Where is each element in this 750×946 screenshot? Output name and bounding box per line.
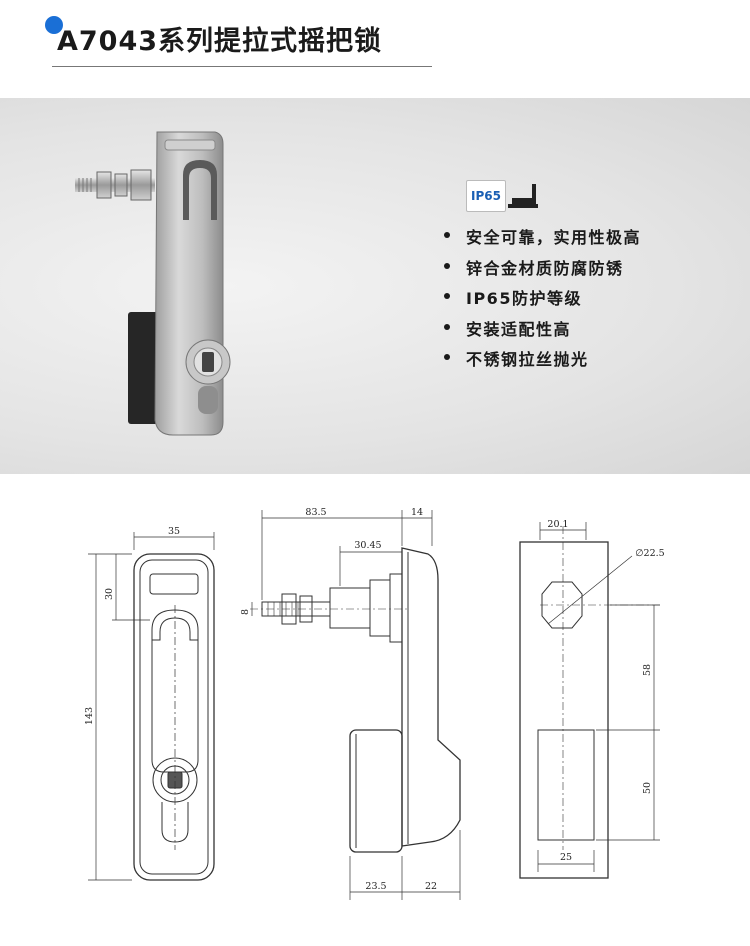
dim-front-top: 30	[104, 588, 115, 600]
dim-cut-hole-dia: ∅22.5	[635, 548, 664, 559]
dim-side-depth: 14	[411, 507, 423, 518]
technical-drawing: 35 30 143 83.5 14 30.45 8 23.5 22 20.1 ∅…	[84, 507, 665, 900]
front-view	[88, 532, 215, 881]
page-title: A7043系列提拉式摇把锁	[57, 26, 383, 57]
product-photo	[75, 131, 231, 436]
feature-item: 不锈钢拉丝抛光	[442, 346, 641, 377]
dim-side-bottom-right: 22	[425, 881, 437, 892]
dim-cut-span-upper: 58	[642, 664, 653, 676]
dim-cut-top-width: 20.1	[547, 519, 568, 530]
dim-cut-span-lower: 50	[642, 782, 653, 794]
product-banner	[0, 98, 750, 474]
cutout-view	[519, 522, 660, 879]
title-dot-icon	[45, 16, 63, 34]
feature-item: 安全可靠，实用性极高	[442, 224, 641, 255]
title-underline	[52, 66, 432, 67]
side-view	[250, 510, 461, 900]
feature-item: 锌合金材质防腐防锈	[442, 255, 641, 286]
page-header: A7043系列提拉式摇把锁	[0, 0, 750, 70]
dim-front-width: 35	[168, 526, 180, 537]
dim-front-height: 143	[84, 707, 95, 725]
ip65-badge: IP65	[466, 180, 506, 212]
feature-item: IP65防护等级	[442, 285, 641, 316]
dim-side-thread: 8	[240, 609, 251, 615]
dim-cut-bottom-width: 25	[560, 852, 572, 863]
feature-item: 安装适配性高	[442, 316, 641, 347]
dim-side-bottom-left: 23.5	[365, 881, 386, 892]
dim-side-stud: 30.45	[354, 540, 381, 551]
feature-list: 安全可靠，实用性极高 锌合金材质防腐防锈 IP65防护等级 安装适配性高 不锈钢…	[442, 224, 641, 377]
panel-mount-icon	[508, 184, 538, 208]
dim-side-total: 83.5	[305, 507, 326, 518]
